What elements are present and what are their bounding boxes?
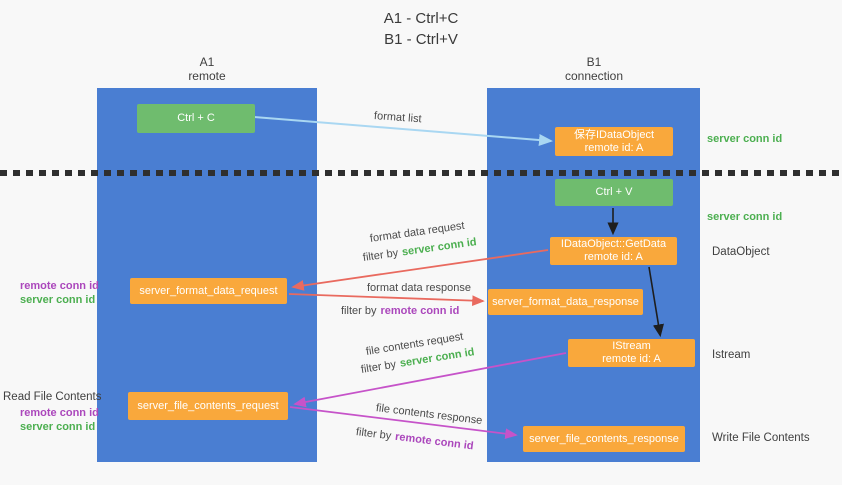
left-column-role: remote xyxy=(188,69,226,83)
left-column-name: A1 xyxy=(199,55,215,69)
ctrl-v-box: Ctrl + V xyxy=(555,179,673,206)
server-conn-id-side-label-2: server conn id xyxy=(20,421,96,433)
getdata-line1: IDataObject::GetData xyxy=(560,238,667,250)
remote-conn-id-text: remote conn id xyxy=(394,430,475,453)
dotted-separator-line xyxy=(0,170,842,176)
right-column-header: B1 connection xyxy=(487,55,701,83)
file-request-label: server_file_contents_request xyxy=(137,399,279,412)
file-request-box: server_file_contents_request xyxy=(128,392,288,420)
format-request-label: server_format_data_request xyxy=(139,284,278,297)
left-conn-id-pair-2: remote conn id server conn id xyxy=(20,406,99,434)
remote-conn-id-side-label-2: remote conn id xyxy=(20,407,99,419)
left-conn-id-pair-1: remote conn id server conn id xyxy=(20,279,99,307)
filter-by-text: filter by xyxy=(341,305,377,317)
file-response-box: server_file_contents_response xyxy=(523,426,685,452)
right-column-role: connection xyxy=(564,69,624,83)
right-column-name: B1 xyxy=(586,55,602,69)
format-data-response-arrow xyxy=(288,293,485,307)
format-list-label: format list xyxy=(373,110,422,126)
filter-by-text: filter by xyxy=(360,358,397,376)
getdata-box: IDataObject::GetData remote id: A xyxy=(550,237,677,265)
format-data-response-label: format data response xyxy=(367,282,471,294)
format-response-box: server_format_data_response xyxy=(488,289,643,315)
write-file-contents-label: Write File Contents xyxy=(712,432,810,444)
format-response-label: server_format_data_response xyxy=(492,295,639,308)
file-response-label: server_file_contents_response xyxy=(529,432,679,445)
ctrl-v-label: Ctrl + V xyxy=(595,186,633,198)
title-line-2: B1 - Ctrl+V xyxy=(384,31,458,48)
left-column-header: A1 remote xyxy=(97,55,317,83)
ctrl-c-box: Ctrl + C xyxy=(137,104,255,133)
save-dataobject-box: 保存IDataObject remote id: A xyxy=(555,127,673,156)
server-conn-id-side-label-1: server conn id xyxy=(20,294,96,306)
server-conn-id-text: server conn id xyxy=(401,236,478,259)
istream-line1: IStream xyxy=(612,340,651,352)
server-conn-id-side-label-mid: server conn id xyxy=(707,211,783,223)
istream-box: IStream remote id: A xyxy=(568,339,695,367)
save-dataobject-line1: 保存IDataObject xyxy=(573,128,655,141)
getdata-line2: remote id: A xyxy=(584,251,643,263)
file-contents-response-label: file contents response xyxy=(375,402,483,427)
title-line-1: A1 - Ctrl+C xyxy=(383,10,459,27)
format-request-box: server_format_data_request xyxy=(130,278,287,304)
read-file-contents-label: Read File Contents xyxy=(3,391,102,403)
dataobject-side-label: DataObject xyxy=(712,246,770,258)
filter-by-text: filter by xyxy=(362,247,399,264)
istream-line2: remote id: A xyxy=(602,353,661,365)
istream-side-label: Istream xyxy=(712,349,751,361)
diagram-title: A1 - Ctrl+C B1 - Ctrl+V xyxy=(0,8,842,50)
server-conn-id-side-label-top: server conn id xyxy=(707,133,783,145)
remote-conn-id-text: remote conn id xyxy=(380,305,460,317)
ctrl-c-label: Ctrl + C xyxy=(177,112,215,124)
filter-by-text: filter by xyxy=(355,426,392,443)
remote-conn-id-side-label-1: remote conn id xyxy=(20,280,99,292)
save-dataobject-line2: remote id: A xyxy=(584,141,644,154)
